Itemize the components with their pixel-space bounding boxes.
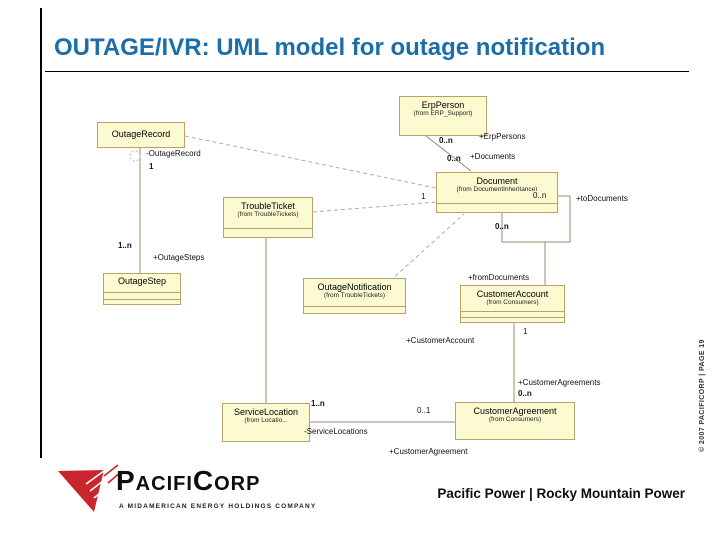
role-customeraccount: +CustomerAccount <box>406 336 475 345</box>
role-documents: +Documents <box>470 152 516 161</box>
mult-todocuments: 0..n <box>533 191 547 200</box>
mult-agreement-optional: 0..1 <box>417 406 431 415</box>
uml-class-servicelocation: ServiceLocation (from Locatio... <box>222 403 310 442</box>
role-todocuments: +toDocuments <box>576 194 628 203</box>
compartment-divider <box>461 317 564 318</box>
class-from: (from TroubleTickets) <box>323 292 386 299</box>
sidebar-copyright-page: © 2007 PACIFICORP | PAGE 19 <box>699 339 706 452</box>
pacificorp-logo-text: PacifiCorp <box>116 465 261 496</box>
role-customeragreements: +CustomerAgreements <box>518 378 601 387</box>
class-name: Document <box>476 176 518 186</box>
mult-documents: 0..n <box>447 154 461 163</box>
class-name: CustomerAgreement <box>473 406 557 416</box>
uml-class-outagerecord: OutageRecord <box>97 122 185 148</box>
class-from: (from DocumentInheritance) <box>456 186 538 193</box>
class-name: OutageRecord <box>111 129 171 139</box>
compartment-divider <box>104 299 180 300</box>
class-name: OutageNotification <box>317 282 392 292</box>
class-name: OutageStep <box>117 276 167 286</box>
logo-tagline: A MIDAMERICAN ENERGY HOLDINGS COMPANY <box>119 503 317 510</box>
logo-triangle <box>58 470 104 512</box>
role-fromdocuments: +fromDocuments <box>468 273 530 282</box>
compartment-divider <box>437 203 557 204</box>
role-outagesteps: +OutageSteps <box>153 253 205 262</box>
uml-class-outagestep: OutageStep <box>103 273 181 305</box>
class-name: CustomerAccount <box>476 289 549 299</box>
class-name: ErpPerson <box>421 100 465 110</box>
mult-outagerecord: 1 <box>149 162 154 171</box>
uml-class-erpperson: ErpPerson (from ERP_Support) <box>399 96 487 136</box>
class-from: (from Locatio... <box>244 417 288 424</box>
compartment-divider <box>224 228 312 229</box>
role-outagerecord: -OutageRecord <box>146 149 201 158</box>
mult-document-one: 1 <box>421 192 426 201</box>
mult-customeraccount: 1 <box>523 327 528 336</box>
uml-class-outagenotification: OutageNotification (from TroubleTickets) <box>303 278 406 314</box>
mult-servicelocations: 1..n <box>311 399 325 408</box>
brand-lockup: Pacific Power | Rocky Mountain Power <box>437 486 685 501</box>
uml-class-document: Document (from DocumentInheritance) <box>436 172 558 213</box>
title-underline <box>45 71 689 72</box>
class-from: (from Consumers) <box>488 416 542 423</box>
compartment-divider <box>304 306 405 307</box>
mult-fromdocuments: 0..n <box>495 222 509 231</box>
compartment-divider <box>461 311 564 312</box>
class-name: TroubleTicket <box>241 201 295 211</box>
anchor-circle-icon <box>129 150 141 162</box>
page-title: OUTAGE/IVR: UML model for outage notific… <box>54 34 606 61</box>
class-name: ServiceLocation <box>233 407 299 417</box>
uml-class-customeragreement: CustomerAgreement (from Consumers) <box>455 402 575 440</box>
uml-class-customeraccount: CustomerAccount (from Consumers) <box>460 285 565 323</box>
dep-troubleticket-document <box>312 201 437 213</box>
compartment-divider <box>104 292 180 293</box>
mult-erppersons: 0..n <box>439 136 453 145</box>
class-from: (from Consumers) <box>486 299 539 306</box>
role-customeragreement: +CustomerAgreement <box>389 447 468 456</box>
left-frame-rule <box>40 8 42 458</box>
role-erppersons: +ErpPersons <box>479 132 526 141</box>
class-from: (from TroubleTickets) <box>237 211 299 218</box>
uml-class-troubleticket: TroubleTicket (from TroubleTickets) <box>223 197 313 238</box>
dep-outagerecord-document <box>184 135 437 189</box>
mult-customeragreements: 0..n <box>518 389 532 398</box>
class-from: (from ERP_Support) <box>413 110 473 117</box>
mult-outagesteps: 1..n <box>118 241 132 250</box>
dep-outagenotification-document <box>389 213 465 282</box>
role-servicelocations: -ServiceLocations <box>304 427 368 436</box>
